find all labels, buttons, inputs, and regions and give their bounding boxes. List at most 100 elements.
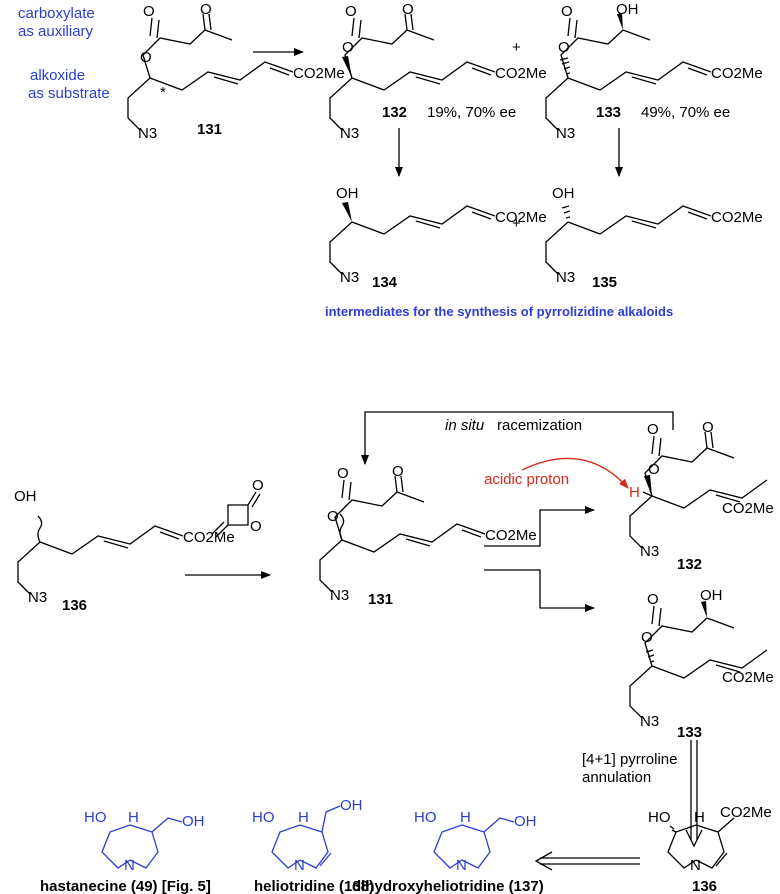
label-131-top: 131 xyxy=(197,121,222,138)
arrow-133-to-136 xyxy=(685,740,703,848)
group-n3-131-bottom: N3 xyxy=(330,587,349,604)
atom-o-133-carbonyl: O xyxy=(561,3,573,20)
wedge-133-oh xyxy=(617,13,623,30)
annulation-line2: annulation xyxy=(582,769,651,786)
atom-o-133-bottom: O xyxy=(641,629,653,646)
note-alkoxide-line2: as substrate xyxy=(28,85,110,102)
arrow-131-to-132 xyxy=(484,506,595,547)
wedge-134 xyxy=(342,202,352,222)
atom-n-137: N xyxy=(456,857,467,874)
atom-o-131-bottom-ketone: O xyxy=(392,463,404,480)
atom-o-133-top: O xyxy=(558,39,570,56)
structure-138 xyxy=(271,805,341,869)
group-co2me-136: CO2Me xyxy=(183,529,235,546)
label-131-bottom: 131 xyxy=(368,591,393,608)
atom-oh-134: OH xyxy=(336,185,359,202)
plus-top-2: + xyxy=(512,215,521,232)
structure-136-linear xyxy=(17,515,184,595)
label-132-top: 132 xyxy=(382,104,407,121)
wedge-133-bottom-oh xyxy=(701,601,707,618)
atom-h-49: H xyxy=(128,809,139,826)
structure-136-bicyclic xyxy=(667,817,735,869)
label-136-linear: 136 xyxy=(62,597,87,614)
label-49: hastanecine (49) [Fig. 5] xyxy=(40,878,211,894)
plus-top-1: + xyxy=(512,39,521,56)
atom-h-136: H xyxy=(694,809,705,826)
reagent-diketene xyxy=(211,491,261,538)
label-133-top: 133 xyxy=(596,104,621,121)
atom-o-132-bottom-carbonyl: O xyxy=(647,421,659,438)
label-133-bottom: 133 xyxy=(677,724,702,741)
atom-oh-49: OH xyxy=(182,813,205,830)
structure-133-bottom xyxy=(629,605,768,719)
structure-135 xyxy=(545,205,712,275)
atom-o-132-top: O xyxy=(342,39,354,56)
note-alkoxide-line1: alkoxide xyxy=(30,67,85,84)
racemization-italic: in situ xyxy=(445,417,485,434)
atom-o-132-bottom: O xyxy=(648,461,660,478)
wedge-132-bottom xyxy=(644,475,652,496)
atom-oh-133-bottom: OH xyxy=(700,587,723,604)
group-co2me-136-bicyclic: CO2Me xyxy=(720,804,772,821)
structure-131-bottom xyxy=(319,475,486,593)
structure-134 xyxy=(329,205,496,275)
group-n3-135: N3 xyxy=(556,269,575,286)
atom-ho-49: HO xyxy=(84,809,107,826)
stereo-star: * xyxy=(160,84,166,101)
atom-h-138: H xyxy=(298,809,309,826)
wedge-132-top xyxy=(342,56,352,78)
hash-136-oh xyxy=(669,825,677,833)
acidic-proton-arrow xyxy=(521,457,629,489)
atom-o-131-bottom-carbonyl: O xyxy=(337,465,349,482)
group-n3-132-top: N3 xyxy=(340,125,359,142)
atom-oh-136: OH xyxy=(14,488,37,505)
racemization-text: racemization xyxy=(497,417,582,434)
label-134: 134 xyxy=(372,274,398,291)
atom-h-acidic: H xyxy=(629,484,640,501)
note-carboxylate-line1: carboxylate xyxy=(18,5,95,22)
atom-ho-138: HO xyxy=(252,809,275,826)
group-co2me-133-top: CO2Me xyxy=(711,65,763,82)
group-n3-133-top: N3 xyxy=(556,125,575,142)
atom-o-diketene-ring: O xyxy=(250,518,262,535)
atom-n-49: N xyxy=(124,857,135,874)
atom-o-132-carbonyl: O xyxy=(345,3,357,20)
yield-133: 49%, 70% ee xyxy=(641,104,730,121)
bottom-scheme: in situ racemization OH CO2Me N3 136 O O xyxy=(14,411,774,894)
group-n3-136: N3 xyxy=(28,589,47,606)
label-136-bicyclic: 136 xyxy=(692,878,717,894)
atom-n-138: N xyxy=(294,857,305,874)
atom-o-131-ketone: O xyxy=(200,1,212,18)
atom-n-136: N xyxy=(690,857,701,874)
label-132-bottom: 132 xyxy=(677,556,702,573)
atom-o-133-bottom-carbonyl: O xyxy=(647,591,659,608)
group-co2me-132-top: CO2Me xyxy=(495,65,547,82)
atom-oh-135: OH xyxy=(552,185,575,202)
group-n3-134: N3 xyxy=(340,269,359,286)
group-n3-131-top: N3 xyxy=(138,125,157,142)
atom-o-131-carbonyl: O xyxy=(143,3,155,20)
group-co2me-131-top: CO2Me xyxy=(293,65,345,82)
atom-ho-137: HO xyxy=(414,809,437,826)
atom-oh-138: OH xyxy=(340,797,363,814)
atom-o-131-top: O xyxy=(140,49,152,66)
structure-49 xyxy=(101,817,183,869)
label-137: dihydroxyheliotridine (137) xyxy=(352,878,544,894)
group-n3-133-bottom: N3 xyxy=(640,713,659,730)
group-n3-132-bottom: N3 xyxy=(640,543,659,560)
note-carboxylate-line2: as auxiliary xyxy=(18,23,94,40)
label-138: heliotridine (138) xyxy=(254,878,374,894)
arrow-131-to-133 xyxy=(484,569,595,612)
yield-132: 19%, 70% ee xyxy=(427,104,516,121)
group-co2me-132-bottom: CO2Me xyxy=(722,500,774,517)
caption-intermediates: intermediates for the synthesis of pyrro… xyxy=(325,304,673,319)
group-co2me-133-bottom: CO2Me xyxy=(722,669,774,686)
atom-h-137: H xyxy=(460,809,471,826)
group-co2me-134: CO2Me xyxy=(495,209,547,226)
structure-133-top xyxy=(545,17,712,131)
acidic-proton-label: acidic proton xyxy=(484,471,569,488)
arrow-racemization xyxy=(361,411,674,465)
structure-137 xyxy=(433,817,515,869)
annulation-line1: [4+1] pyrroline xyxy=(582,751,677,768)
